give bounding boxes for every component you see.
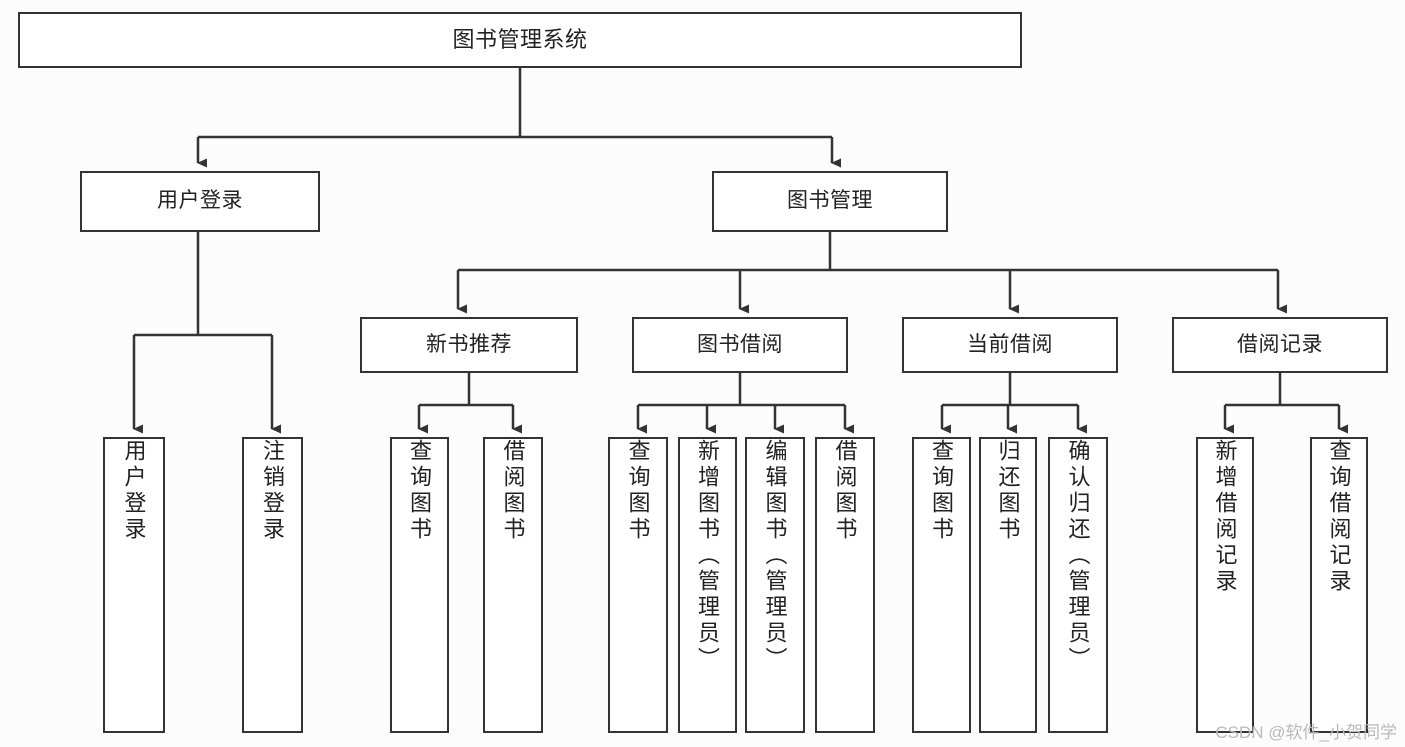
- node-label: 确认归还（管理员）: [1065, 439, 1091, 673]
- node-book-borrow[interactable]: 图书借阅: [632, 317, 848, 373]
- leaf-add-borrow-record[interactable]: 新增借阅记录: [1196, 437, 1254, 733]
- leaf-return-book[interactable]: 归还图书: [979, 437, 1037, 733]
- node-label: 注销登录: [260, 439, 286, 543]
- node-label: 当前借阅: [967, 332, 1053, 356]
- leaf-query-book-2[interactable]: 查询图书: [608, 437, 668, 733]
- node-label: 查询图书: [625, 439, 651, 543]
- node-label: 图书借阅: [697, 332, 783, 356]
- leaf-borrow-book-2[interactable]: 借阅图书: [815, 437, 875, 733]
- leaf-user-login[interactable]: 用户登录: [103, 437, 165, 733]
- node-user-login[interactable]: 用户登录: [80, 171, 320, 232]
- node-label: 借阅图书: [500, 439, 526, 543]
- node-label: 用户登录: [121, 439, 147, 543]
- node-label: 新增图书（管理员）: [695, 439, 721, 673]
- leaf-add-book[interactable]: 新增图书（管理员）: [678, 437, 737, 733]
- node-label: 用户登录: [157, 189, 243, 213]
- node-label: 新书推荐: [426, 332, 512, 356]
- node-label: 查询借阅记录: [1326, 439, 1352, 595]
- leaf-borrow-book-1[interactable]: 借阅图书: [483, 437, 543, 733]
- node-label: 查询图书: [929, 439, 955, 543]
- node-book-management[interactable]: 图书管理: [712, 171, 948, 232]
- node-label: 借阅记录: [1237, 332, 1323, 356]
- node-new-book-recommend[interactable]: 新书推荐: [360, 317, 578, 373]
- node-label: 图书管理系统: [452, 27, 588, 53]
- node-root-system[interactable]: 图书管理系统: [18, 12, 1022, 68]
- node-current-borrow[interactable]: 当前借阅: [902, 317, 1118, 373]
- leaf-query-borrow-record[interactable]: 查询借阅记录: [1310, 437, 1368, 733]
- node-label: 图书管理: [787, 189, 873, 213]
- leaf-confirm-return[interactable]: 确认归还（管理员）: [1048, 437, 1108, 733]
- watermark-text: CSDN @软件_小贺同学: [1215, 723, 1397, 742]
- node-label: 借阅图书: [832, 439, 858, 543]
- leaf-query-book-1[interactable]: 查询图书: [390, 437, 449, 733]
- node-label: 归还图书: [995, 439, 1021, 543]
- node-label: 编辑图书（管理员）: [762, 439, 788, 673]
- leaf-logout-login[interactable]: 注销登录: [242, 437, 303, 733]
- node-label: 新增借阅记录: [1212, 439, 1238, 595]
- node-label: 查询图书: [407, 439, 433, 543]
- leaf-query-book-3[interactable]: 查询图书: [912, 437, 971, 733]
- leaf-edit-book[interactable]: 编辑图书（管理员）: [745, 437, 805, 733]
- node-borrow-record[interactable]: 借阅记录: [1172, 317, 1388, 373]
